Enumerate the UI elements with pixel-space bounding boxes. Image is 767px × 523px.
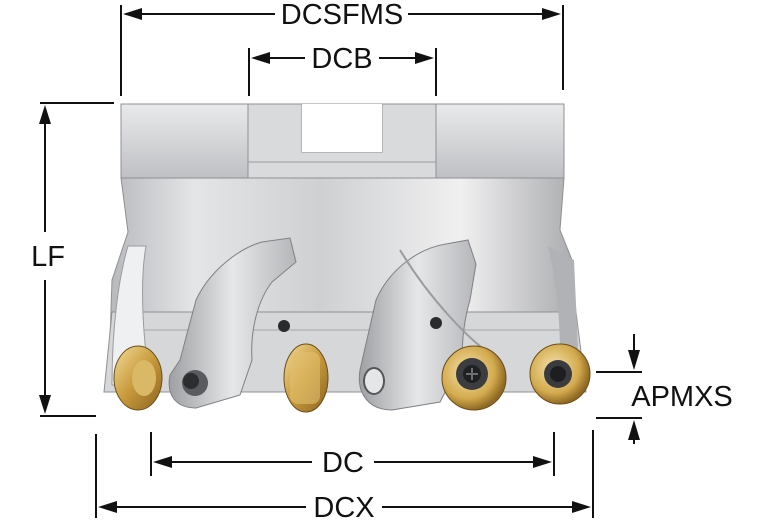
dimension-apmxs <box>596 334 642 444</box>
label-apmxs: APMXS <box>631 381 733 413</box>
tool-body <box>103 103 587 393</box>
label-lf: LF <box>31 241 65 273</box>
dimension-dcsfms <box>120 5 564 96</box>
label-dcsfms: DCSFMS <box>281 0 403 31</box>
label-dcx: DCX <box>313 492 374 523</box>
label-dcb: DCB <box>311 43 372 75</box>
dimension-dcx <box>95 430 594 518</box>
insert-center <box>283 343 329 413</box>
dimension-dc <box>150 432 555 476</box>
label-dc: DC <box>322 447 364 479</box>
insert-front-screw <box>441 345 507 411</box>
insert-far-left <box>113 345 163 411</box>
dimension-dcb <box>248 48 437 96</box>
insert-right <box>529 343 591 405</box>
insert-seat-left <box>168 237 297 409</box>
dimension-lf <box>39 102 114 417</box>
